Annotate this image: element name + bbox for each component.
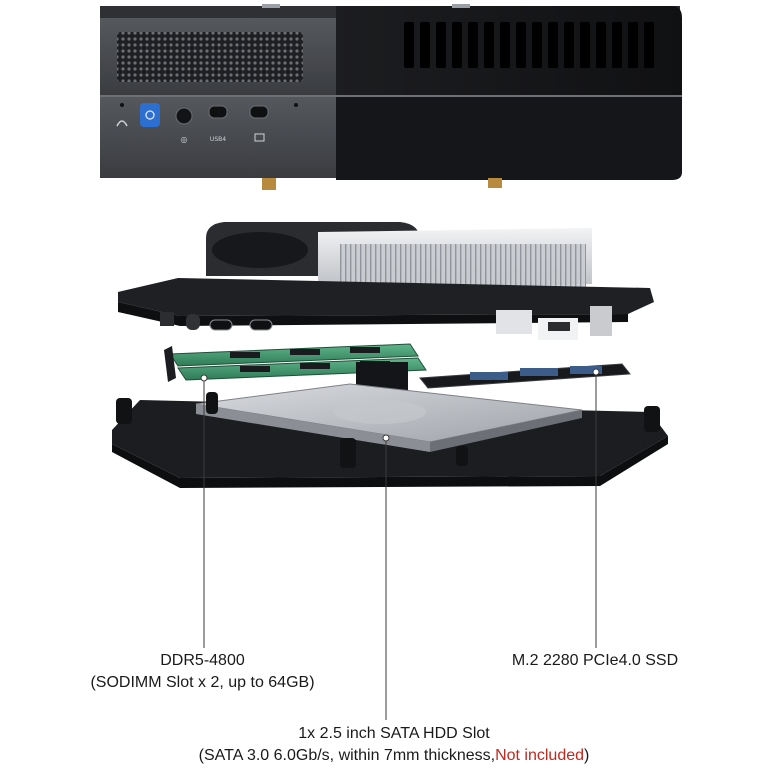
side-vent-slots xyxy=(404,22,654,68)
usb-c-port-2-icon xyxy=(249,105,269,119)
rear-usb-c-port-2 xyxy=(249,319,273,331)
standoff-right xyxy=(488,178,502,188)
rear-usb-c-port-1 xyxy=(209,319,233,331)
callout-lines xyxy=(200,368,600,720)
front-mesh-vent xyxy=(117,32,303,82)
hdd-detail-close: ) xyxy=(584,747,590,764)
front-io-ports: ◎ USB4 xyxy=(116,103,298,144)
hdd-callout-title: 1x 2.5 inch SATA HDD Slot xyxy=(298,725,490,742)
usb4-port-label: USB4 xyxy=(210,136,226,143)
memory-callout-title: DDR5-4800 xyxy=(160,652,245,669)
headphone-jack-icon xyxy=(116,120,128,127)
hdd-detail-text: (SATA 3.0 6.0Gb/s, within 7mm thickness, xyxy=(198,747,496,764)
ssd-callout-title: M.2 2280 PCIe4.0 SSD xyxy=(511,652,679,669)
ssd-callout: M.2 2280 PCIe4.0 SSD xyxy=(470,650,720,672)
standoff-left xyxy=(262,178,276,190)
display-port-icon xyxy=(254,133,265,142)
hdd-callout-detail: (SATA 3.0 6.0Gb/s, within 7mm thickness,… xyxy=(134,745,654,767)
microphone-jack-icon xyxy=(175,107,193,125)
svg-text:◎: ◎ xyxy=(181,135,188,144)
memory-callout: DDR5-4800 (SODIMM Slot x 2, up to 64GB) xyxy=(0,650,405,694)
usb-c-port-icon xyxy=(208,105,228,119)
hdd-callout: 1x 2.5 inch SATA HDD Slot (SATA 3.0 6.0G… xyxy=(134,723,654,767)
mini-pc-top-case: ◎ USB4 xyxy=(100,4,682,190)
tray-posts xyxy=(116,392,660,468)
not-included-warning: Not included xyxy=(495,747,585,764)
motherboard xyxy=(118,278,654,316)
bottom-chassis-tray xyxy=(112,383,668,488)
motherboard-assembly xyxy=(118,222,654,340)
power-button-icon xyxy=(140,103,160,127)
memory-callout-detail: (SODIMM Slot x 2, up to 64GB) xyxy=(90,674,315,691)
case-lower-side xyxy=(336,96,682,180)
